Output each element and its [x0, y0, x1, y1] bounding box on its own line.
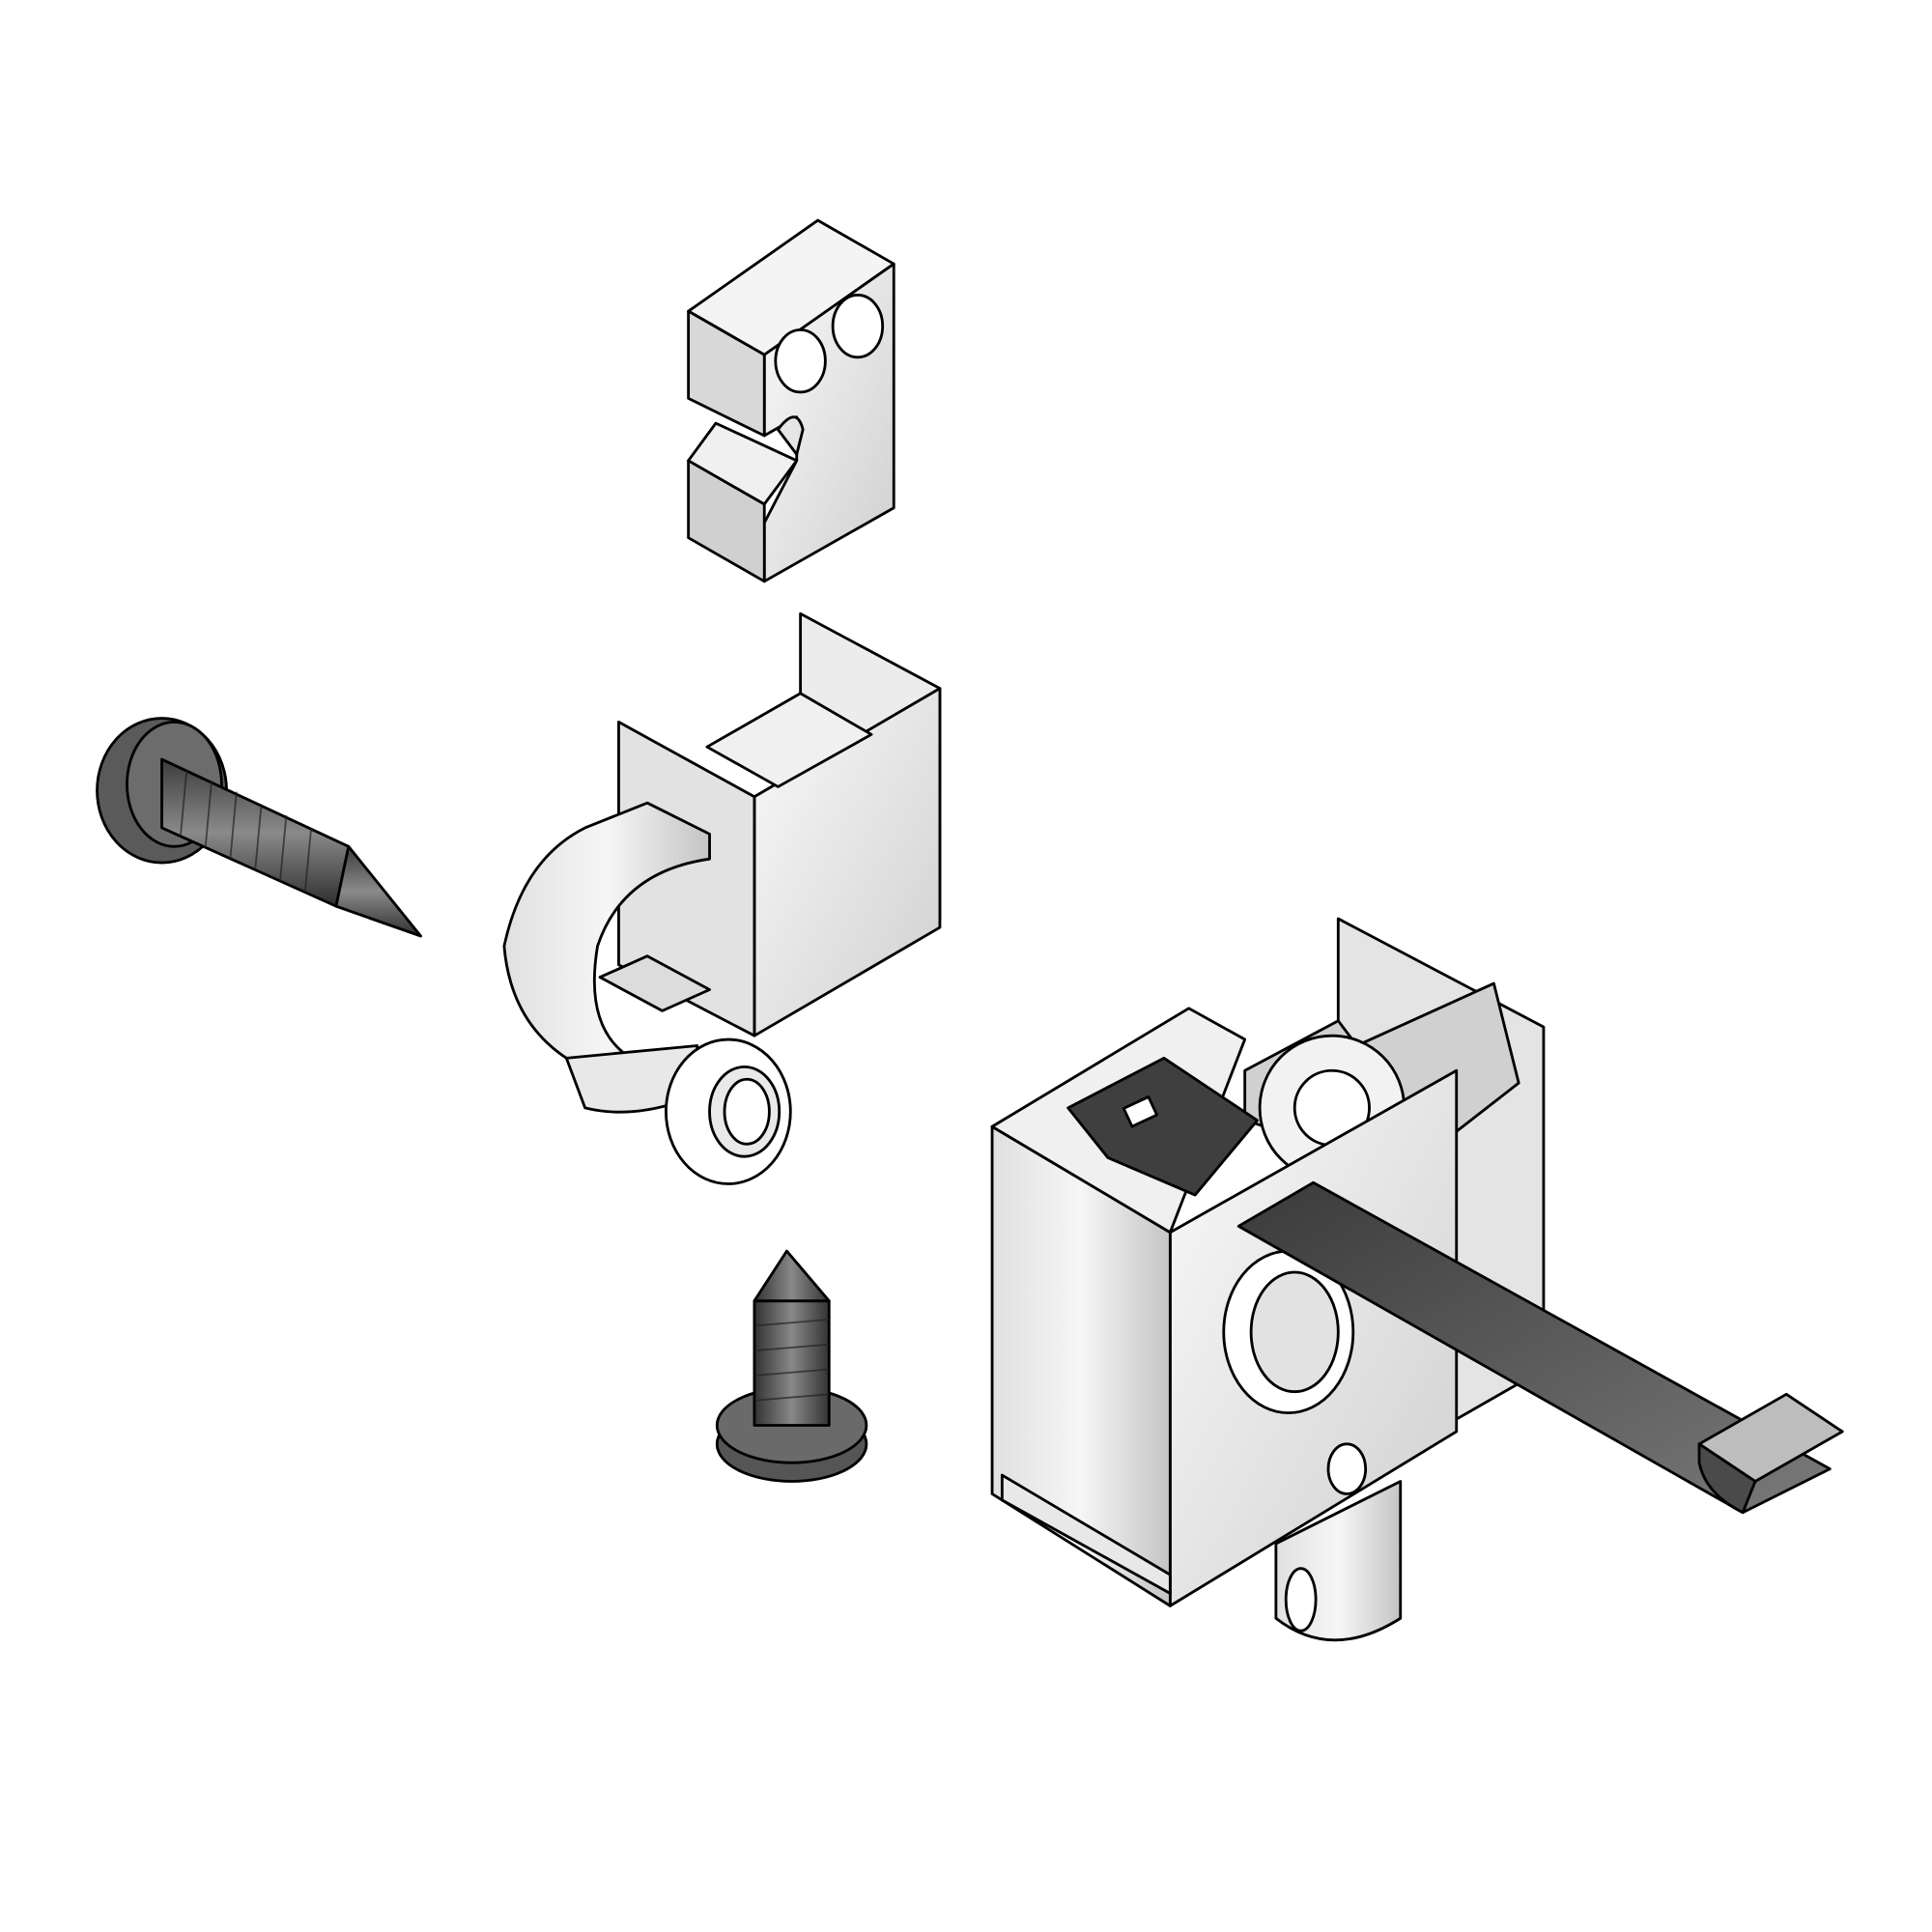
long-screw	[96, 717, 422, 938]
clamp-block	[687, 218, 895, 583]
bracket	[502, 611, 942, 1185]
short-screw	[715, 1249, 868, 1483]
housing	[990, 917, 1844, 1642]
